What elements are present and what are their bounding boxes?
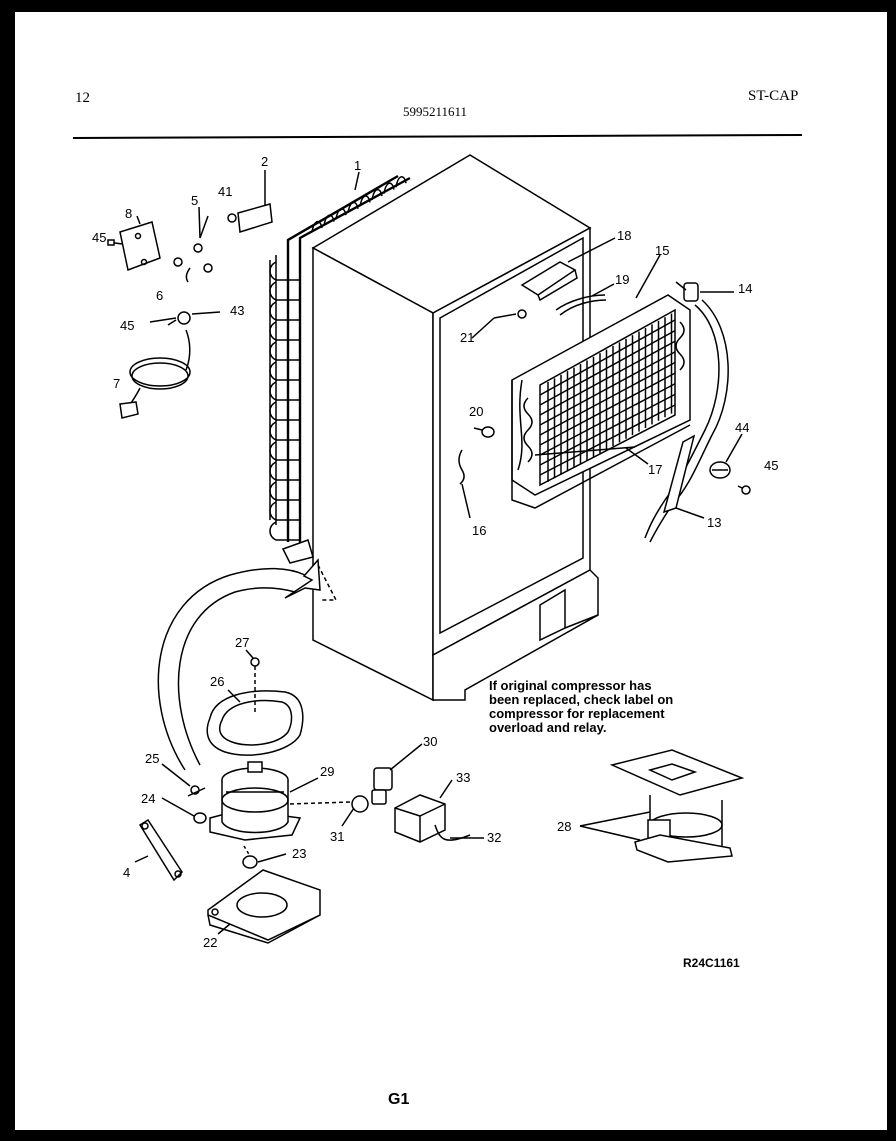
header-rule [72,134,803,139]
condenser-coil [269,174,411,548]
callout-labels: 1 2 41 8 5 45 6 45 43 7 18 15 19 14 21 2… [92,154,778,950]
connector-43 [149,311,221,325]
heater-cord [644,304,720,539]
drawing-code: R24C1161 [683,956,740,970]
callout-22: 22 [203,935,217,950]
callout-13: 13 [707,515,721,530]
callout-25: 25 [145,751,159,766]
callout-1: 1 [354,158,361,173]
bracket-2 [237,203,273,233]
callout-8: 8 [125,206,132,221]
part-4 [138,818,183,882]
part-number: 5995211611 [403,104,468,119]
callout-28: 28 [557,819,571,834]
compressor-base [207,869,321,944]
overload-33 [394,794,471,843]
callout-19: 19 [615,272,629,287]
note-line-4: overload and relay. [489,720,607,735]
callout-41: 41 [218,184,232,199]
footer-code: G1 [388,1091,409,1108]
relay-30 [371,767,393,805]
bracket-8 [119,221,161,272]
note-line-2: been replaced, check label on [489,692,673,707]
callout-17: 17 [648,462,662,477]
callout-27: 27 [235,635,249,650]
note-line-1: If original compressor has [489,678,652,693]
compressor-label-assembly [609,749,745,863]
clip-14 [683,282,699,302]
routing-arrow [157,539,338,771]
callout-7: 7 [113,376,120,391]
callout-45-top: 45 [92,230,106,245]
drain-pan [206,690,304,756]
callout-31: 31 [330,829,344,844]
callout-26-pan: 26 [210,674,224,689]
callout-29: 29 [320,764,334,779]
model-code: ST-CAP [748,88,799,104]
note-line-3: compressor for replacement [489,706,665,721]
callout-33: 33 [456,770,470,785]
wire-clips-5-6 [173,215,213,283]
callout-2: 2 [261,154,268,169]
callout-16: 16 [472,523,486,538]
callout-45-mid: 45 [120,318,134,333]
replacement-note: If original compressor has been replaced… [489,678,673,735]
part-31 [351,795,369,813]
callout-5: 5 [191,193,198,208]
callout-4: 4 [123,865,130,880]
leader-lines [134,170,743,935]
callout-24: 24 [141,791,155,806]
callout-30: 30 [423,734,437,749]
callout-21: 21 [460,330,474,345]
callout-20: 20 [469,404,483,419]
callout-44: 44 [735,420,749,435]
callout-23: 23 [292,846,306,861]
callout-18: 18 [617,228,631,243]
callout-6: 6 [156,288,163,303]
power-cord [119,329,191,419]
callout-32: 32 [487,830,501,845]
evaporator [511,294,691,509]
page-number: 12 [75,90,90,106]
callout-43: 43 [230,303,244,318]
callout-14: 14 [738,281,752,296]
callout-45-right: 45 [764,458,778,473]
callout-15: 15 [655,243,669,258]
compressor [209,761,302,841]
